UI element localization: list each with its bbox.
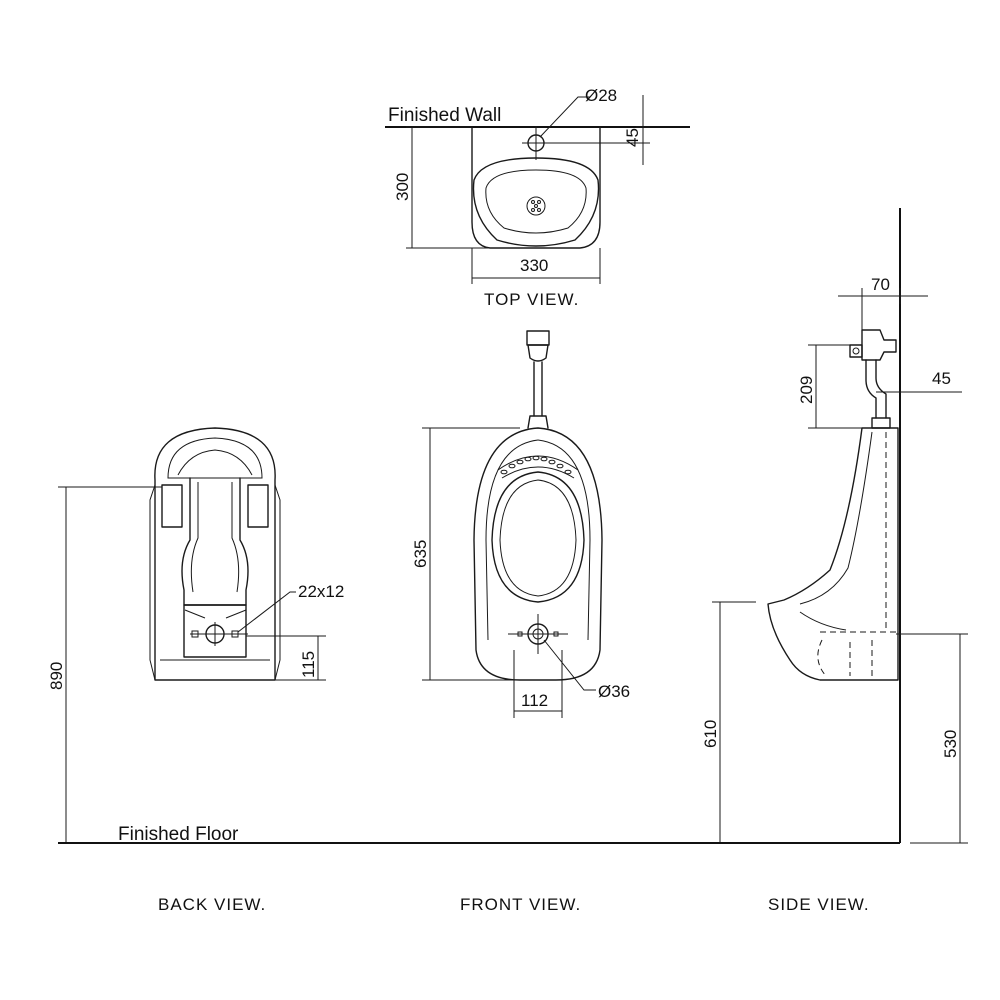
back-right-edge <box>274 484 281 681</box>
front-bowl-inner <box>499 479 577 597</box>
top-view: Finished Wall Ø28 45 300 330 TOP VIEW. <box>385 86 690 309</box>
back-outlet-box <box>183 604 247 658</box>
top-drain-hole <box>531 200 535 204</box>
dim-635-label: 635 <box>411 540 430 568</box>
top-drain-hole <box>537 208 541 212</box>
dim-45-label: 45 <box>623 128 642 147</box>
dim-45-side-label: 45 <box>932 369 951 388</box>
dim-70-label: 70 <box>871 275 890 294</box>
side-view-caption: SIDE VIEW. <box>768 895 870 914</box>
dim-115-label: 115 <box>299 651 318 678</box>
front-bowl-opening <box>491 471 585 603</box>
side-flush-spud <box>871 417 891 429</box>
top-drain-hole <box>534 204 538 208</box>
front-slot-right <box>553 631 559 637</box>
dia36-leader <box>543 639 596 691</box>
front-view-caption: FRONT VIEW. <box>460 895 581 914</box>
dim-300-label: 300 <box>393 173 412 201</box>
dia36-label: Ø36 <box>598 682 630 701</box>
back-body-outline <box>154 427 276 681</box>
top-bowl-basin <box>472 157 600 247</box>
top-view-caption: TOP VIEW. <box>484 290 579 309</box>
dim-530-label: 530 <box>941 730 960 758</box>
side-flush-valve <box>861 329 897 361</box>
back-slot-left <box>191 630 199 638</box>
front-flush-spud <box>527 415 549 429</box>
back-channel-inner <box>190 482 240 593</box>
front-body-left-rib <box>485 439 539 641</box>
dim-22x12-label: 22x12 <box>298 582 344 601</box>
back-slot-right <box>231 630 239 638</box>
dia28-leader <box>539 96 590 138</box>
top-drain-hole <box>537 200 541 204</box>
dim-209-label: 209 <box>797 376 816 404</box>
side-valve-handle <box>849 344 863 358</box>
side-bowl-curve <box>799 431 873 605</box>
top-drain <box>526 196 546 216</box>
finished-floor: Finished Floor <box>58 824 900 845</box>
back-top-arch <box>167 437 263 479</box>
top-bowl-inner <box>485 169 587 234</box>
back-view-caption: BACK VIEW. <box>158 895 266 914</box>
side-flush-pipe <box>865 359 887 419</box>
front-rim-band-inner <box>501 466 575 479</box>
back-left-mount <box>161 484 183 528</box>
back-top-arch-inner <box>177 449 253 476</box>
back-view: 22x12 115 890 BACK VIEW. <box>47 427 344 914</box>
dim-22x12-leader <box>237 591 296 633</box>
back-left-edge <box>149 484 156 681</box>
back-brace <box>184 609 247 619</box>
dim-610-label: 610 <box>701 720 720 748</box>
dim-890-label: 890 <box>47 662 66 690</box>
side-bowl-bottom <box>799 611 847 631</box>
front-body-right-rib <box>537 439 591 641</box>
front-view: Ø36 112 635 FRONT VIEW. <box>411 330 630 914</box>
dim-112-label: 112 <box>521 691 548 710</box>
back-right-mount <box>247 484 269 528</box>
top-drain-hole <box>531 208 535 212</box>
dia28-label: Ø28 <box>585 86 617 105</box>
side-body-outline <box>767 427 899 681</box>
front-flush-valve-top <box>526 330 550 346</box>
top-bowl-outline <box>471 126 601 249</box>
front-spray-holes <box>500 455 572 475</box>
front-slot-left <box>517 631 523 637</box>
front-body-outline <box>473 427 603 681</box>
side-hidden-trap <box>817 631 896 677</box>
finished-wall-label: Finished Wall <box>388 105 501 126</box>
side-view: 70 45 209 610 530 SIDE VIEW. <box>701 208 968 914</box>
dim-330-label: 330 <box>520 256 548 275</box>
front-flush-valve-body <box>527 344 549 362</box>
side-valve-knob <box>852 347 860 355</box>
finished-floor-label: Finished Floor <box>118 824 239 845</box>
